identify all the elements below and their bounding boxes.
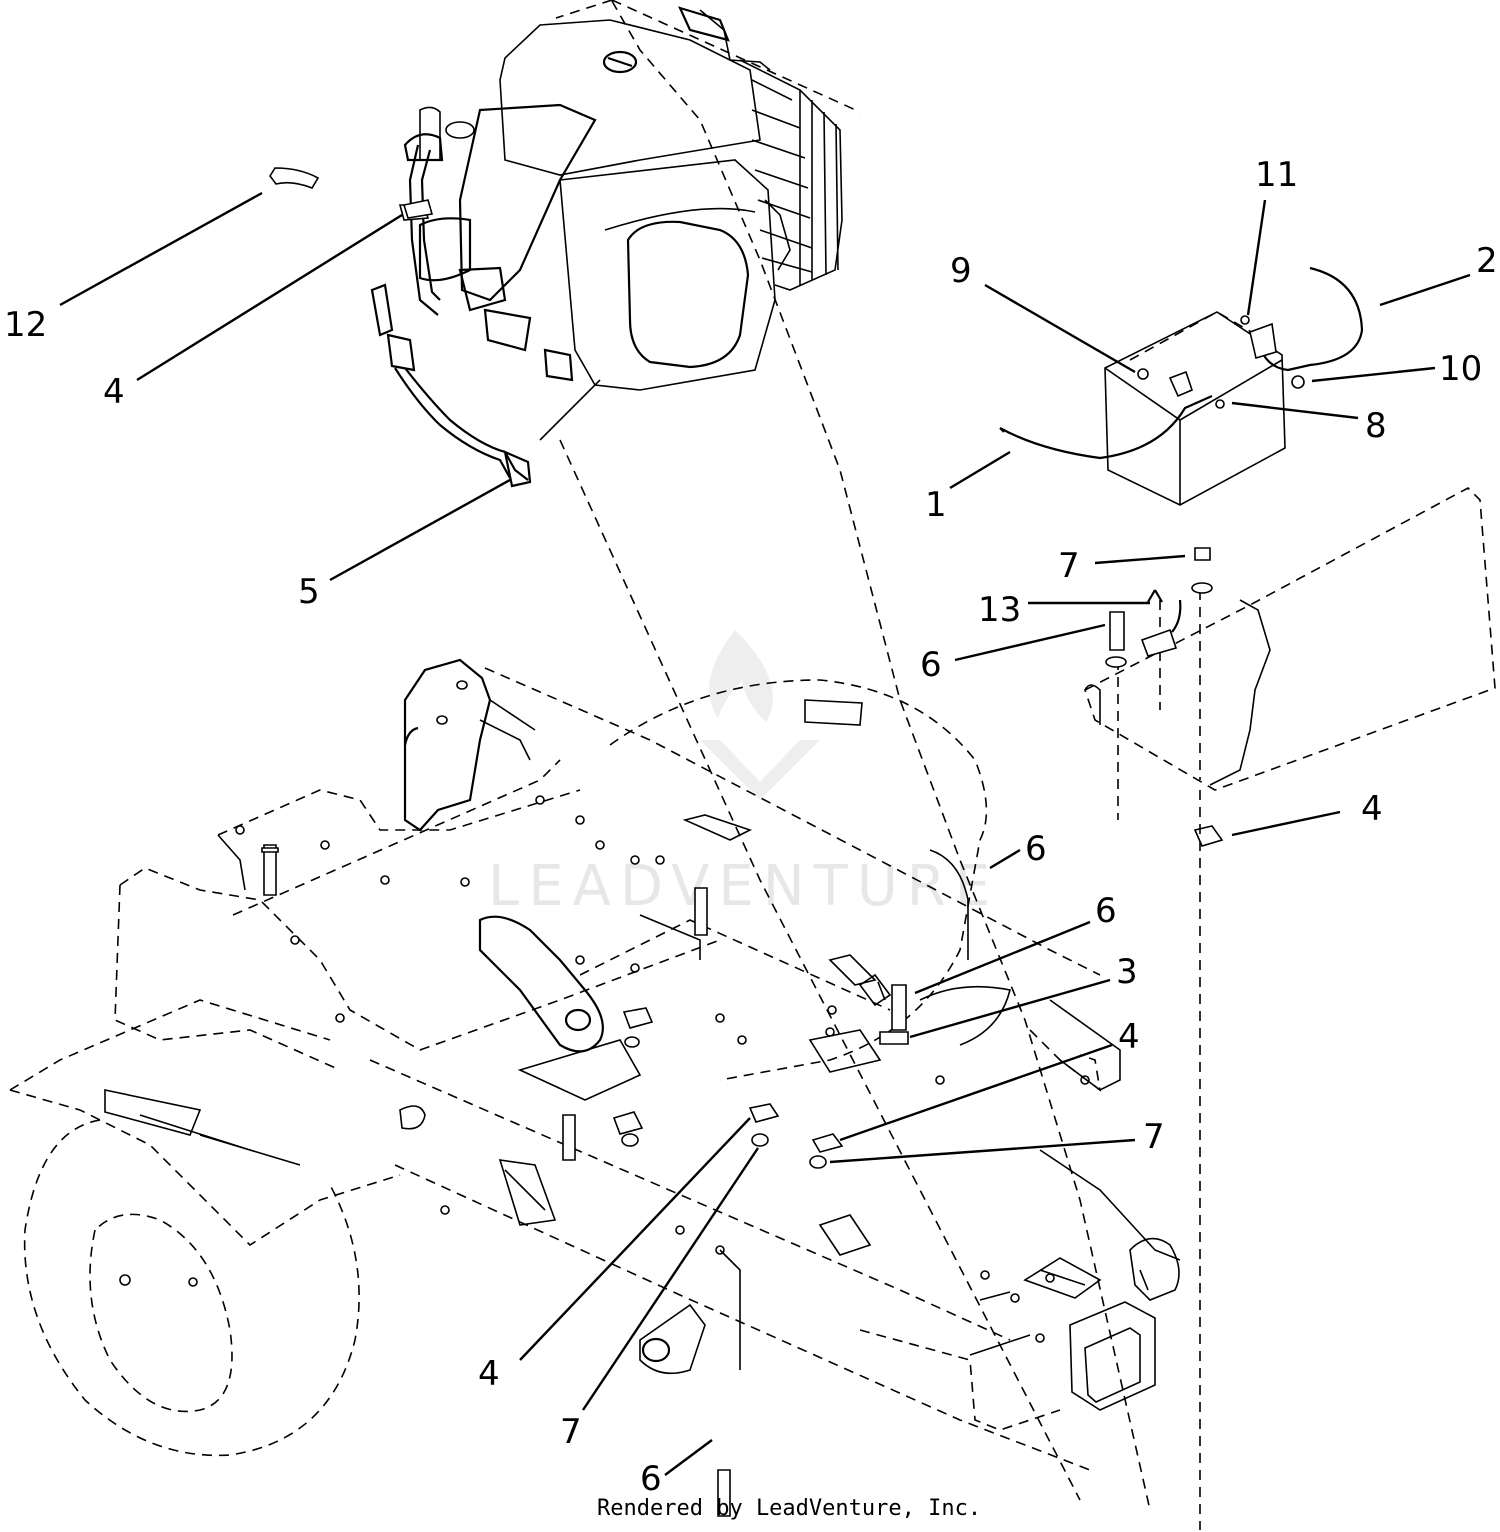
callout-7-frame-center: 7: [560, 1412, 582, 1452]
watermark-text: LEADVENTURE: [488, 854, 999, 919]
watermark: LEADVENTURE: [488, 630, 999, 919]
leader-6-frame-mid: [914, 920, 1091, 995]
leader-lines: [59, 191, 1471, 1476]
leader-5: [329, 478, 511, 582]
leader-3: [909, 978, 1111, 1039]
callout-9: 9: [950, 251, 972, 291]
footer-credit: Rendered by LeadVenture, Inc.: [597, 1496, 981, 1521]
callout-6-frame-mid: 6: [1095, 891, 1117, 931]
callout-7-tray: 7: [1058, 546, 1080, 586]
leader-9: [984, 283, 1136, 374]
callout-4-engine: 4: [103, 372, 125, 412]
leader-7-tray: [1094, 554, 1186, 565]
callout-6-frame-upper: 6: [1025, 829, 1047, 869]
leader-7-frame-center: [582, 1147, 759, 1411]
leader-4-frame-right: [839, 1043, 1113, 1142]
leader-6-frame-lower: [664, 1439, 713, 1476]
battery: [999, 266, 1364, 506]
leader-6-frame-upper: [989, 848, 1021, 870]
leader-11: [1246, 199, 1267, 316]
callout-10: 10: [1439, 349, 1482, 389]
leader-8: [1231, 401, 1359, 420]
callout-6-tray: 6: [920, 645, 942, 685]
leader-10: [1311, 366, 1436, 383]
callout-7-frame-right: 7: [1143, 1117, 1165, 1157]
callout-8: 8: [1365, 406, 1387, 446]
leader-4-tray: [1231, 810, 1341, 837]
callout-6-frame-lower: 6: [640, 1459, 662, 1499]
mower-frame: [9, 0, 1181, 1511]
leader-6-tray: [954, 623, 1106, 662]
leader-4-frame-center: [519, 1117, 751, 1361]
hardware: [261, 167, 909, 1517]
battery-tray: [1084, 487, 1496, 1530]
leader-12: [59, 191, 263, 307]
callout-1: 1: [925, 485, 947, 525]
callout-5: 5: [298, 572, 320, 612]
callout-4-frame-center: 4: [478, 1354, 500, 1394]
callout-2: 2: [1476, 241, 1498, 281]
leader-7-frame-right: [829, 1138, 1136, 1164]
engine: [370, 0, 861, 488]
callout-labels: 12 4 5 11 9 2 10 8 1 7 13 6 4 6 6 3 4 7 …: [4, 155, 1498, 1499]
callout-4-tray: 4: [1361, 789, 1383, 829]
callout-3: 3: [1116, 952, 1138, 992]
leader-4-engine: [136, 213, 403, 382]
callout-11: 11: [1255, 155, 1298, 195]
leader-1: [949, 450, 1011, 490]
callout-12: 12: [4, 305, 47, 345]
leader-2: [1379, 273, 1471, 307]
callout-13: 13: [978, 590, 1021, 630]
callout-4-frame-right: 4: [1118, 1017, 1140, 1057]
